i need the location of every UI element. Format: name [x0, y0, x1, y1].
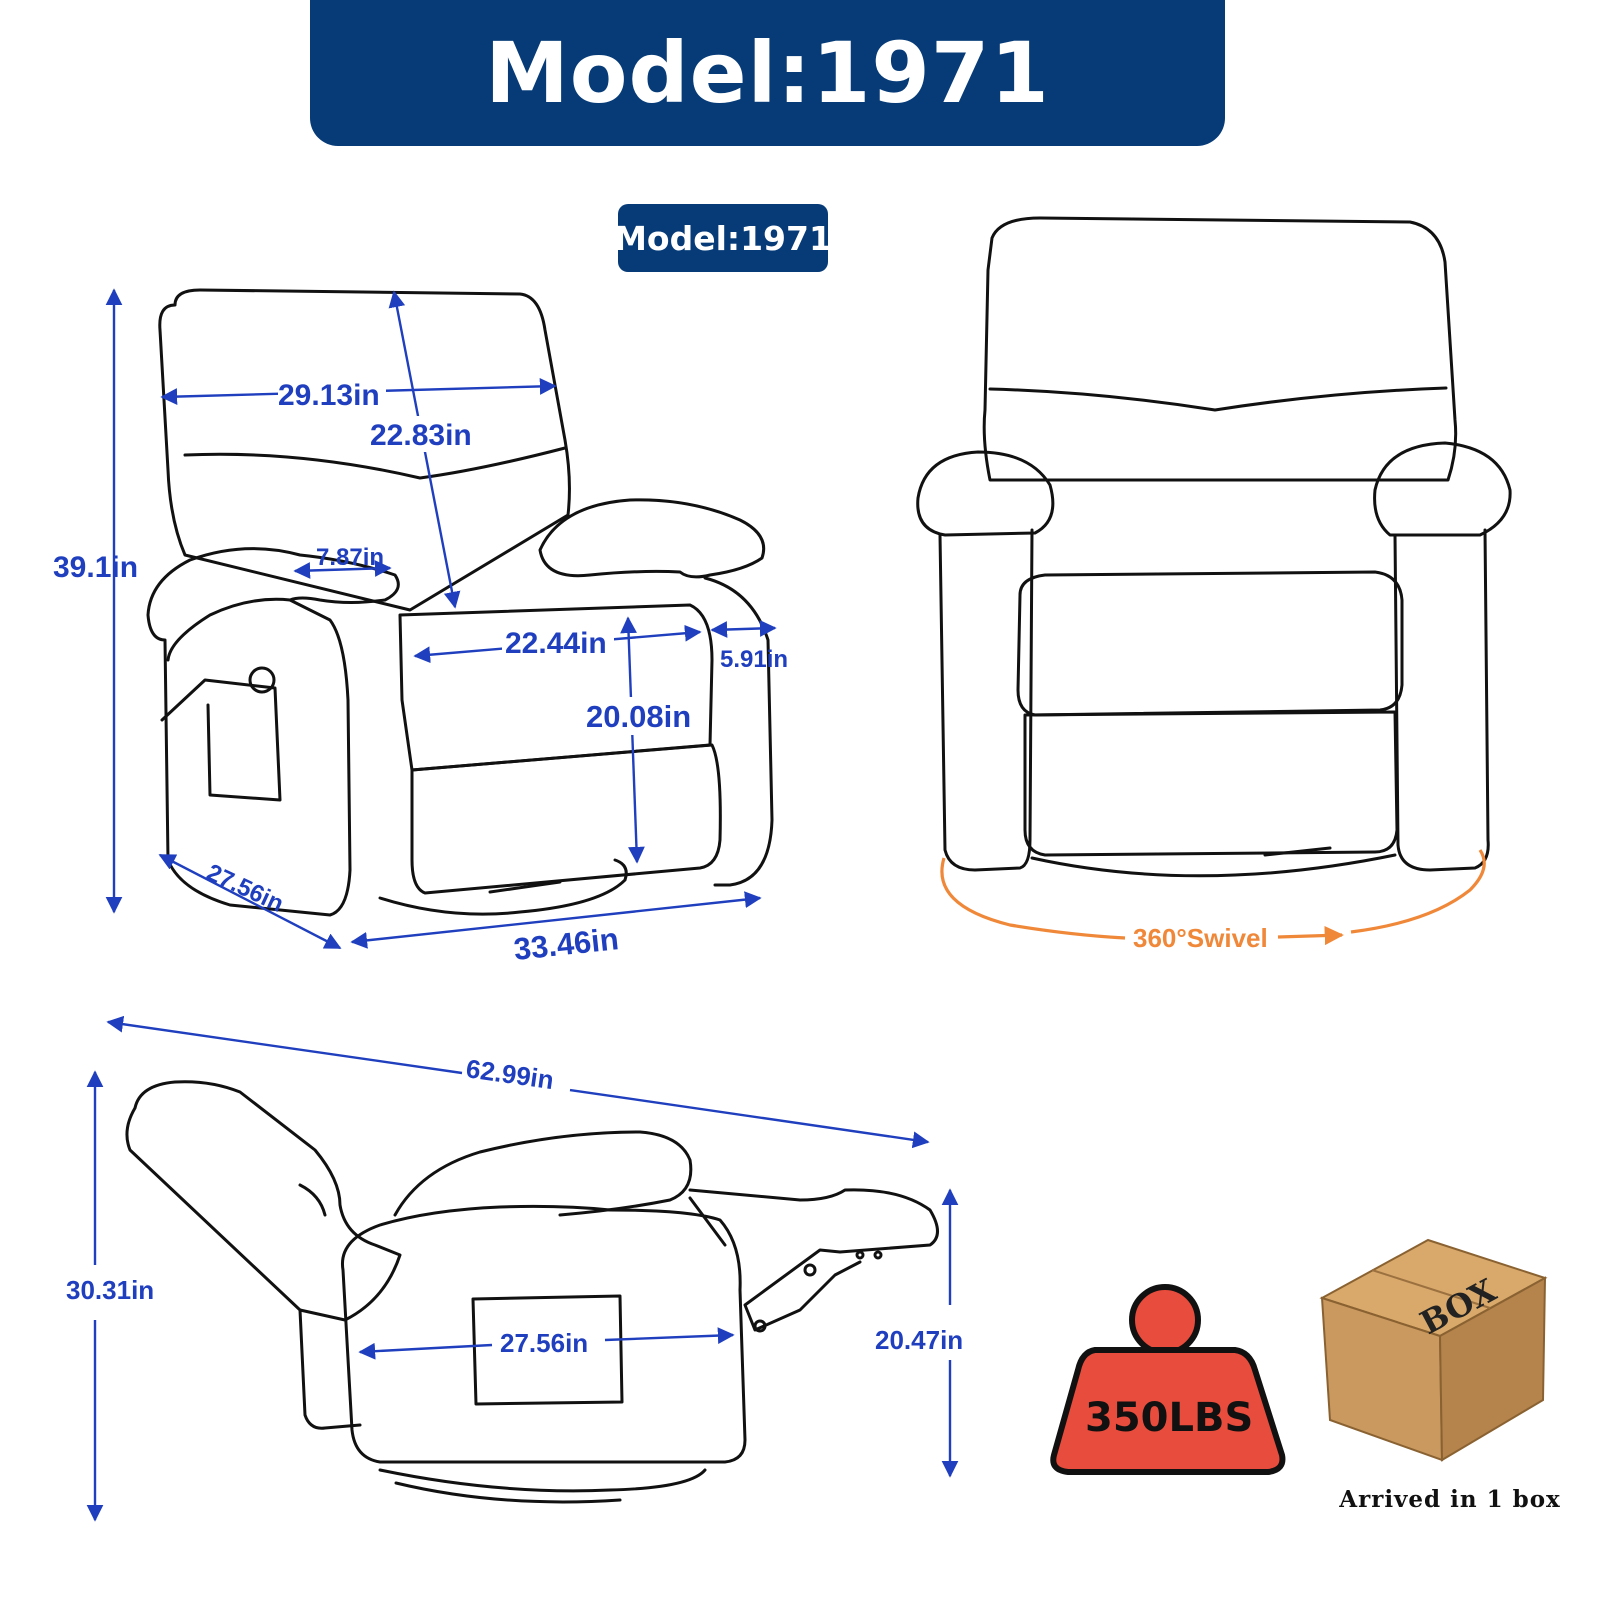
model-badge: Model:1971 [614, 204, 832, 272]
arm-gap-label: 5.91in [720, 646, 788, 673]
model-badge-label: Model:1971 [614, 218, 832, 258]
side-depth-label: 27.56in [500, 1328, 588, 1358]
swivel-indicator [940, 849, 1486, 946]
box-icon: BOX [1319, 1238, 1548, 1462]
seat-height-label: 20.08in [586, 699, 691, 734]
armrest-width-label: 7.87in [316, 544, 384, 571]
swivel-label: 360°Swivel [1133, 923, 1268, 953]
back-width-label: 29.13in [278, 379, 380, 412]
width-label: 33.46in [512, 921, 620, 967]
model-title: Model:1971 [485, 24, 1050, 122]
box-caption: Arrived in 1 box [1339, 1486, 1561, 1513]
weight-label: 350LBS [1085, 1395, 1253, 1441]
front-dimension-lines [105, 288, 777, 950]
reclined-dimension-lines [86, 1015, 959, 1522]
seat-width-label: 22.44in [505, 627, 607, 660]
back-height-label: 22.83in [370, 419, 472, 452]
length-label: 62.99in [464, 1053, 555, 1095]
height-label: 39.1in [53, 551, 138, 584]
front-chair-drawing [146, 288, 774, 917]
footrest-height-label: 20.47in [875, 1325, 963, 1355]
weight-icon: 350LBS [1050, 1284, 1286, 1475]
front-dimension-labels: 39.1in 29.13in 22.83in 7.87in 22.44in 5.… [53, 378, 788, 967]
model-banner: Model:1971 [310, 0, 1225, 146]
depth-label: 27.56in [202, 859, 287, 918]
reclined-height-label: 30.31in [66, 1275, 154, 1305]
swivel-chair-drawing [916, 216, 1512, 878]
reclined-chair-drawing [125, 1080, 939, 1504]
